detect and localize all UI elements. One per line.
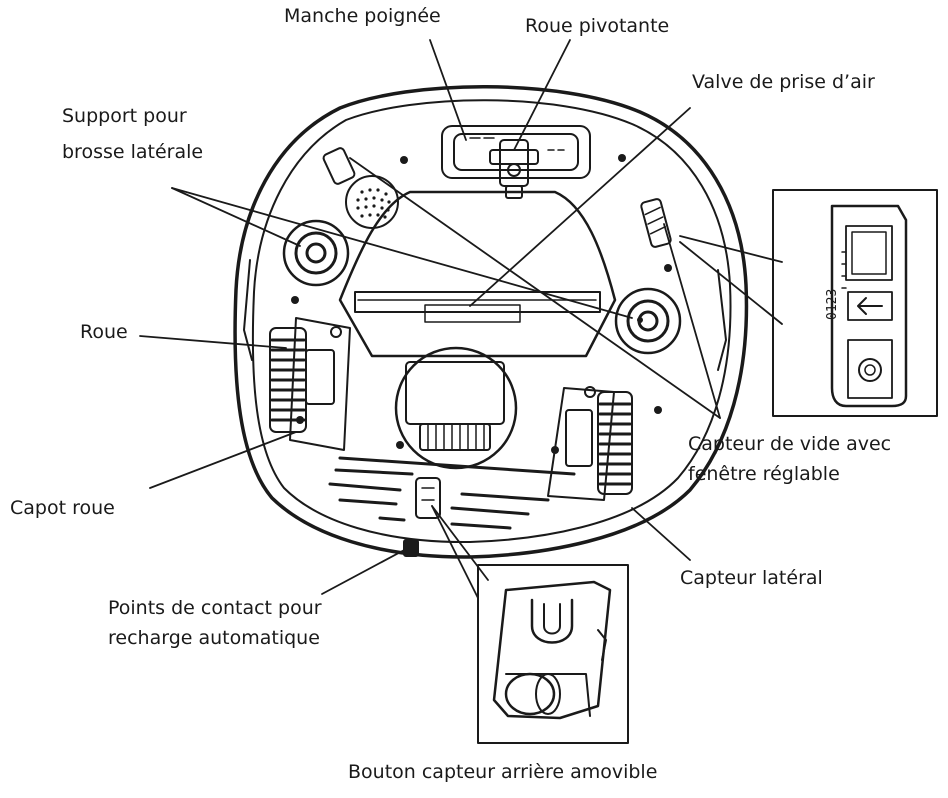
handle-housing bbox=[441, 125, 591, 179]
wheel-cover-left bbox=[289, 317, 351, 451]
bottom-vents bbox=[328, 456, 576, 530]
robot-body bbox=[233, 85, 749, 559]
rear-sensor-button bbox=[415, 477, 441, 519]
vacuum-sensor-top-right bbox=[640, 198, 672, 248]
wheel-right bbox=[597, 391, 633, 495]
label-support-brosse-line2: brosse latérale bbox=[62, 141, 204, 163]
label-capot-roue: Capot roue bbox=[10, 497, 115, 519]
leader-lines bbox=[139, 39, 783, 599]
label-roue: Roue bbox=[80, 321, 128, 343]
label-capteur-vide-line1: Capteur de vide avec bbox=[688, 433, 892, 455]
label-bouton-capteur-arriere: Bouton capteur arrière amovible bbox=[348, 761, 658, 783]
vacuum-sensor-top-left bbox=[322, 147, 356, 185]
speaker-grille bbox=[345, 175, 399, 229]
label-capteur-vide-line2: fenêtre réglable bbox=[688, 463, 840, 485]
air-intake bbox=[338, 190, 617, 358]
label-capteur-lateral: Capteur latéral bbox=[680, 567, 823, 589]
label-points-contact-line2: recharge automatique bbox=[108, 627, 320, 649]
inset-window-digits: 0123 bbox=[825, 289, 840, 320]
label-points-de-contact: Points de contact pour recharge automati… bbox=[108, 596, 322, 650]
wheel-cover-right bbox=[547, 386, 615, 501]
label-support-brosse-laterale: Support pour brosse latérale bbox=[62, 104, 203, 164]
inset-vacuum-sensor bbox=[772, 189, 938, 417]
label-valve-prise-air: Valve de prise d’air bbox=[692, 71, 875, 93]
side-brush-support-right bbox=[614, 287, 682, 355]
charging-contacts bbox=[403, 539, 419, 557]
label-manche-poignee: Manche poignée bbox=[284, 5, 441, 27]
inset-rear-sensor-button bbox=[477, 564, 629, 744]
label-points-contact-line1: Points de contact pour bbox=[108, 597, 322, 619]
label-support-brosse-line1: Support pour bbox=[62, 105, 187, 127]
label-roue-pivotante: Roue pivotante bbox=[525, 15, 670, 37]
main-brush-housing bbox=[394, 346, 518, 470]
screw-holes bbox=[291, 154, 672, 454]
label-capteur-de-vide: Capteur de vide avec fenêtre réglable bbox=[688, 432, 891, 486]
side-brush-support-left bbox=[282, 219, 350, 287]
